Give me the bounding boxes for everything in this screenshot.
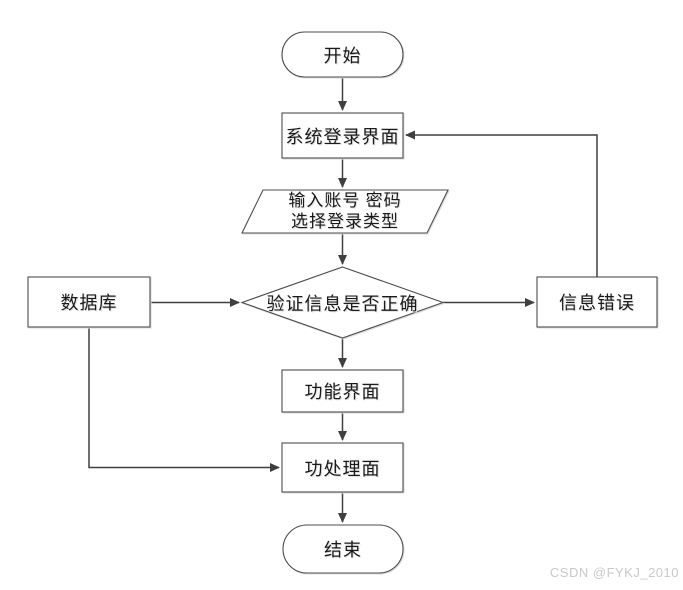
error-process-shape [536,276,658,328]
start-terminator-shape [281,31,404,78]
edge-error-to-login [405,130,598,277]
csdn-watermark: CSDN @FYKJ_2010 [549,565,679,580]
processing-process-shape [281,442,404,493]
decision-diamond-shape [240,266,445,339]
end-terminator-shape [282,524,404,574]
login-process-shape [281,112,404,159]
database-process-shape [27,276,151,328]
edge-database-to-process [88,327,280,472]
input-parallelogram-shape [241,189,449,234]
function-process-shape [281,369,404,413]
